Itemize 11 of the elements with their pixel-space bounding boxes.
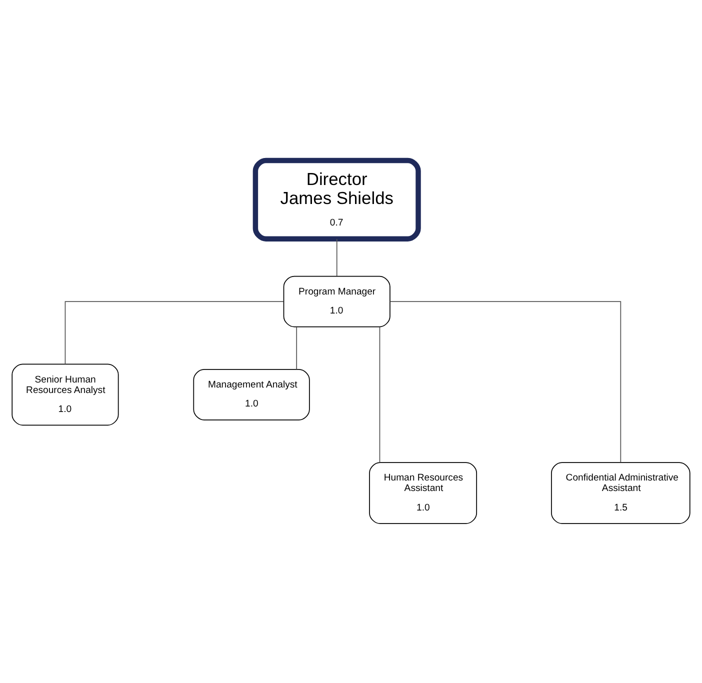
connector: [336, 238, 338, 276]
node-box: Director James Shields 0.7: [252, 157, 421, 241]
node-box: Confidential Administrative Assistant 1.5: [551, 462, 690, 524]
node-box: Program Manager 1.0: [283, 275, 390, 327]
node-box: Human Resources Assistant 1.0: [369, 462, 478, 524]
connector: [296, 326, 298, 370]
node-box: Senior Human Resources Analyst 1.0: [12, 363, 119, 426]
connector: [379, 326, 380, 462]
connector: [390, 300, 622, 462]
node-box: Management Analyst 1.0: [193, 368, 310, 420]
connector: [64, 300, 284, 364]
